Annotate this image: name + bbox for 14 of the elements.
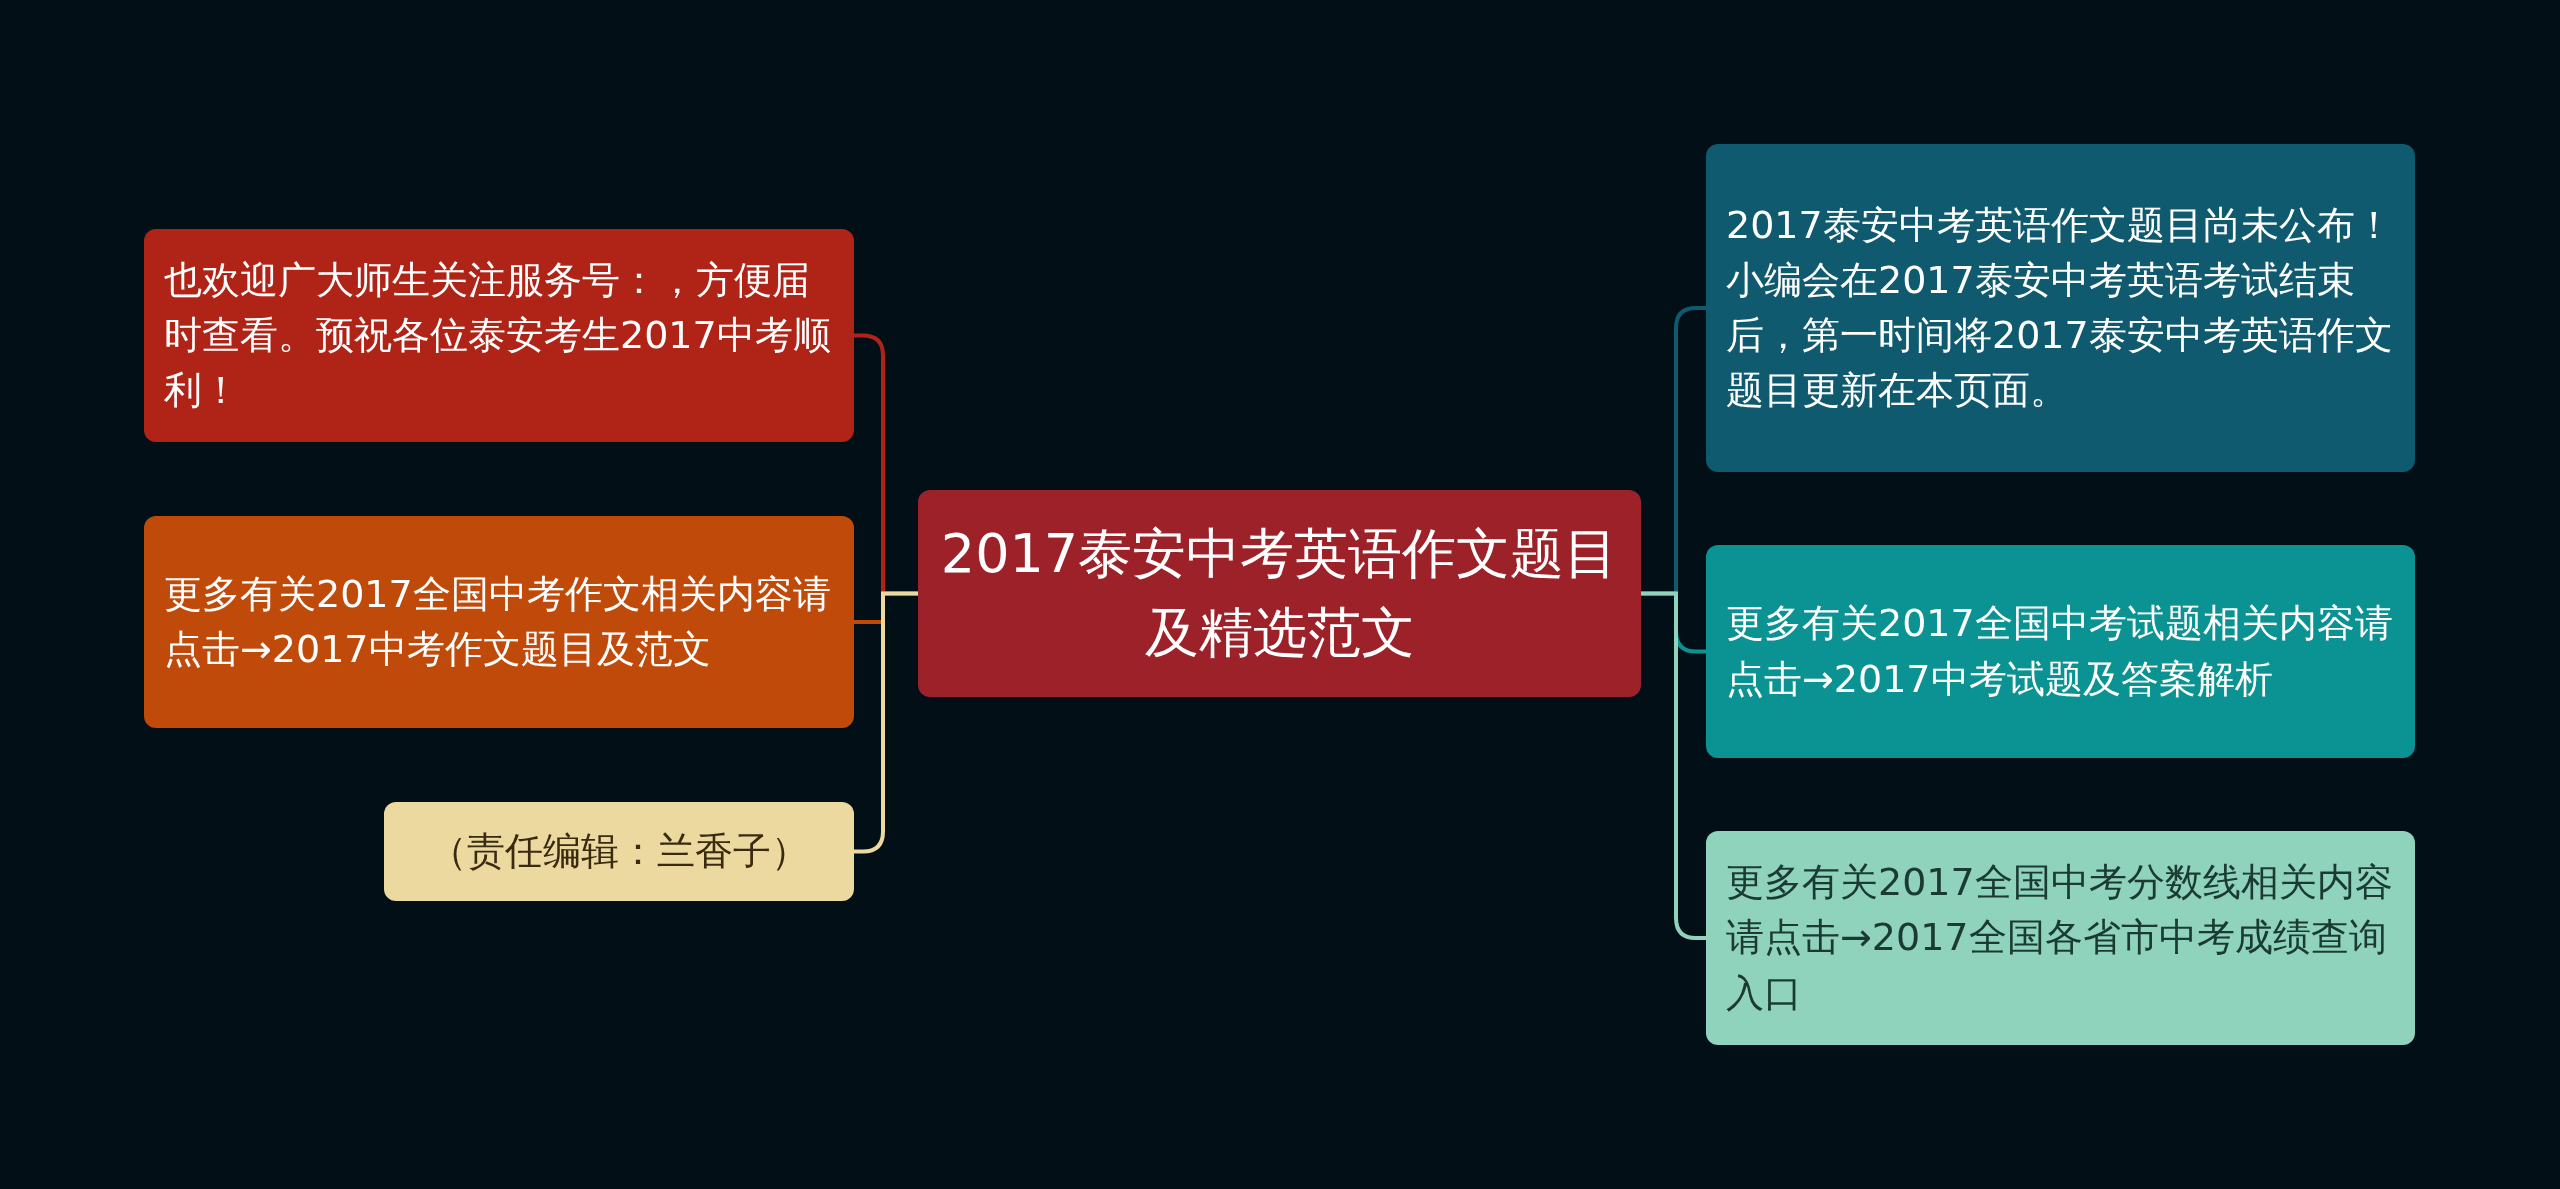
topic-box (1706, 545, 2415, 758)
topic-box (1706, 831, 2415, 1045)
topic-box (384, 802, 854, 901)
topic-text: （责任编辑：兰香子） (429, 827, 809, 875)
topic-text: 也欢迎广大师生关注服务号：，方便届时查看。预祝各位泰安考生2017中考顺利！ (164, 256, 832, 415)
topic-text: 2017泰安中考英语作文题目尚未公布！小编会在2017泰安中考英语考试结束后，第一时间将2017泰安中考英语作文题目更新在本页面。 (1726, 201, 2394, 415)
central-topic-box (918, 490, 1641, 697)
topic-box (144, 516, 854, 728)
topic-text: 2017泰安中考英语作文题目及精选范文 (939, 521, 1620, 666)
topic-text: 更多有关2017全国中考分数线相关内容请点击→2017全国各省市中考成绩查询入口 (1726, 859, 2394, 1017)
topic-box (1706, 144, 2415, 472)
topic-text: 更多有关2017全国中考作文相关内容请点击→2017中考作文题目及范文 (164, 570, 832, 673)
topic-text: 更多有关2017全国中考试题相关内容请点击→2017中考试题及答案解析 (1726, 600, 2394, 703)
topic-box (144, 229, 854, 442)
